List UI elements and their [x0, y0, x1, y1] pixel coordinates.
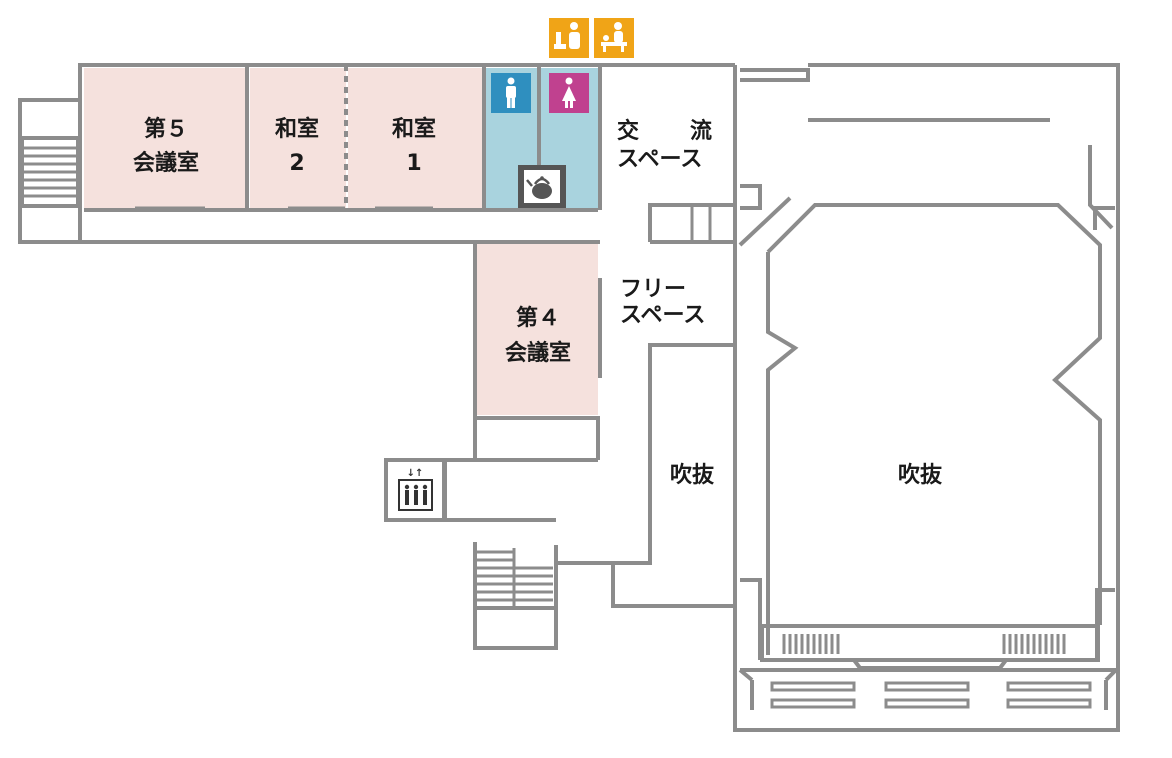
exchange-space-label-word1: 交	[617, 118, 639, 144]
atrium-large-label: 吹抜	[898, 462, 943, 488]
exchange-space-label-word2: 流	[690, 118, 712, 144]
conference-room-4-fill	[477, 242, 598, 415]
washitsu-1-fill	[348, 68, 482, 210]
room-labels: 第５ 会議室 和室 2 和室 1 交 流 スペース フリー スペース 第４ 会議…	[133, 116, 943, 488]
walls-left-wing	[18, 63, 735, 244]
womens-restroom-icon	[549, 73, 589, 113]
conference-room-5-label-line1: 第５	[144, 116, 188, 142]
stage-vents	[782, 634, 1066, 654]
conference-room-4-label-line1: 第４	[516, 305, 560, 331]
stairs-bottom	[475, 548, 556, 610]
washitsu-1-label-line1: 和室	[392, 116, 436, 142]
conference-room-5-fill	[84, 68, 247, 210]
kettle-icon	[518, 165, 566, 208]
svg-text:↓↑: ↓↑	[407, 468, 424, 479]
nursing-room-icon	[549, 18, 589, 58]
walls-atrium-hall	[733, 63, 1120, 732]
washitsu-2-label-line2: 2	[289, 151, 304, 176]
free-space-label-line2: スペース	[620, 303, 705, 328]
conference-room-4-label-line2: 会議室	[505, 340, 571, 366]
seating-rows	[770, 681, 1092, 709]
exchange-space-label-line2: スペース	[617, 147, 702, 172]
stairs-left	[22, 146, 78, 198]
conference-room-5-label-line2: 会議室	[133, 150, 199, 176]
washitsu-2-fill	[250, 68, 346, 210]
mens-restroom-icon	[491, 73, 531, 113]
elevator-icon: ↓↑	[392, 466, 438, 514]
atrium-small-label: 吹抜	[670, 462, 715, 488]
diaper-changing-icon	[594, 18, 634, 58]
washitsu-2-label-line1: 和室	[275, 116, 319, 142]
washitsu-1-label-line2: 1	[406, 151, 421, 176]
free-space-label-line1: フリー	[620, 277, 686, 302]
